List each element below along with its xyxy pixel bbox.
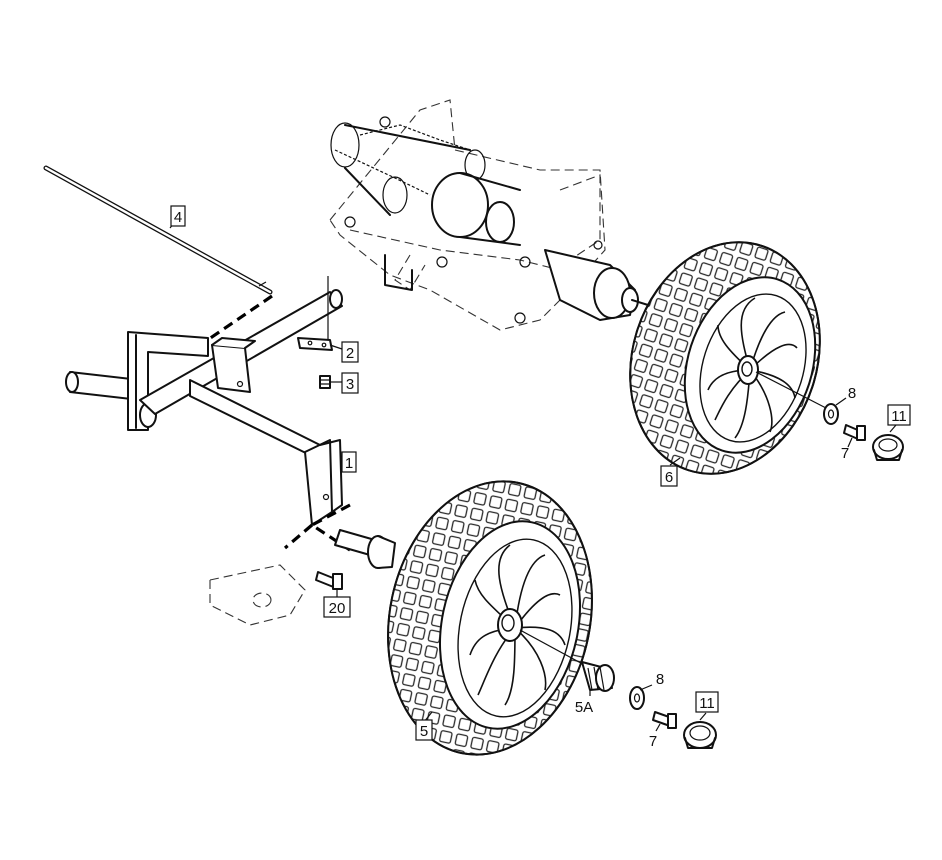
- callout-4-text: 4: [174, 209, 182, 226]
- callout-3: 3: [341, 372, 359, 394]
- hub-adapter-part-5a: [581, 661, 615, 692]
- callout-11-left: 11: [695, 691, 719, 713]
- callout-7-right: 7: [841, 445, 849, 462]
- plate-part-2: [297, 276, 333, 351]
- bolt-part-3: [319, 375, 331, 389]
- callout-1: 1: [341, 451, 357, 473]
- callout-5a-text: 5A: [575, 699, 593, 716]
- callout-7-right-text: 7: [841, 445, 849, 462]
- callout-11-left-text: 11: [699, 695, 715, 712]
- callout-7-left: 7: [649, 733, 657, 750]
- right-washer-part-8: [823, 403, 839, 425]
- left-bolt-part-7: [652, 711, 677, 729]
- callout-20: 20: [323, 596, 351, 618]
- callout-5-text: 5: [420, 723, 428, 740]
- left-washer-part-8: [629, 686, 645, 710]
- bolt-part-20: [315, 571, 343, 590]
- callout-4: 4: [170, 205, 186, 227]
- callout-6-text: 6: [665, 469, 673, 486]
- left-wheel-part-5: [387, 480, 593, 756]
- transaxle-assembly: [329, 99, 649, 331]
- callout-20-text: 20: [329, 600, 346, 617]
- rod-part-4: [43, 165, 273, 354]
- right-wheel-part-6: [629, 241, 827, 475]
- callout-6: 6: [660, 465, 678, 487]
- right-cap-part-11: [872, 434, 904, 461]
- axle-stub: [334, 529, 396, 569]
- callout-5a: 5A: [575, 699, 593, 716]
- callout-2: 2: [341, 341, 359, 363]
- callout-3-text: 3: [346, 376, 354, 393]
- callout-8-left: 8: [656, 671, 664, 688]
- callout-8-right-text: 8: [848, 385, 856, 402]
- axle-frame-part-1: [65, 289, 351, 552]
- callout-11-right: 11: [887, 404, 911, 426]
- callout-1-text: 1: [345, 455, 353, 472]
- callout-5: 5: [415, 719, 433, 741]
- left-cap-part-11: [683, 721, 717, 749]
- mount-bracket-outline: [209, 564, 306, 626]
- callout-2-text: 2: [346, 345, 354, 362]
- callout-8-right: 8: [848, 385, 856, 402]
- callout-7-left-text: 7: [649, 733, 657, 750]
- callout-8-left-text: 8: [656, 671, 664, 688]
- callout-11-right-text: 11: [891, 408, 907, 425]
- right-bolt-part-7: [843, 424, 866, 441]
